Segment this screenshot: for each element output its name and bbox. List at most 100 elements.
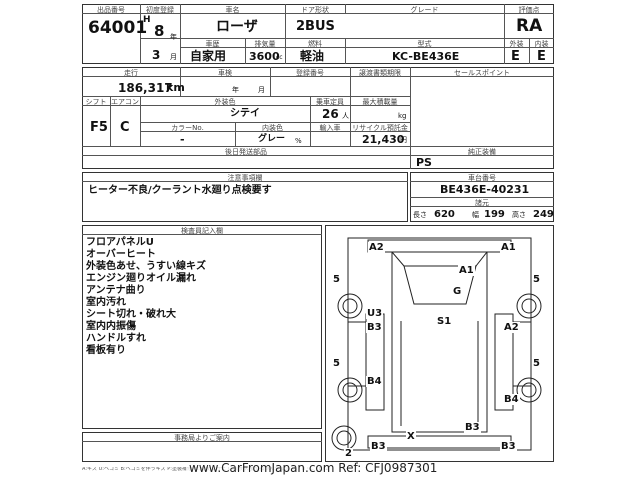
label-score: 評価点 [518,6,540,14]
reg-month: 3 [152,48,161,62]
label-sales-point: セールスポイント [454,69,510,77]
list-item: 室内内振傷 [86,321,136,332]
fuel-value: 軽油 [300,49,325,63]
damage-label: A1 [500,242,517,253]
length-value: 620 [434,209,455,220]
label-inspector: 検査員記入欄 [181,227,223,235]
list-item: ハンドルすれ [86,333,146,344]
percent-unit: % [295,137,302,145]
label-capacity: 乗車定員 [316,98,344,106]
inspector-block [82,225,322,429]
color-value: シテイ [230,108,260,119]
label-displacement: 排気量 [254,40,276,48]
damage-label: B3 [370,441,387,452]
equipment-value: PS [416,156,432,169]
list-item: 室内汚れ [86,297,126,308]
label-max-load: 最大積載量 [362,98,398,106]
detail-block [82,67,554,169]
list-item: フロアパネルU [86,237,154,248]
list-item: エンジン廻りオイル漏れ [86,273,196,284]
watermark: www.CarFromJapan.com Ref: CFJ0987301 [186,462,441,474]
vehicle-diagram [331,237,542,451]
list-item: 外装色あせ、うすい線キズ [86,261,206,272]
height-value: 249 [533,209,554,220]
reg-year: 8 [154,22,165,40]
color-no-value: - [180,133,185,146]
damage-label: 5 [332,274,341,285]
label-year: 初度登録 [146,6,174,14]
header-block [82,4,554,64]
label-office: 事務局よりご案内 [174,434,230,442]
label-color: 外装色 [214,98,236,106]
label-model: 型式 [417,40,432,48]
label-transfer: 譲渡書類期限 [359,69,401,77]
displacement-value: 3600 [249,50,280,63]
cc-unit: cc [276,54,283,61]
length-label: 長さ [413,211,427,219]
exterior-grade: E [511,49,520,64]
list-item: 看板有り [86,345,126,356]
damage-label: 5 [332,358,341,369]
label-chassis: 車台番号 [468,174,496,182]
notes-block [82,172,408,222]
person-unit: 人 [342,112,349,120]
height-label: 高さ [512,211,526,219]
label-dims: 諸元 [475,199,489,207]
damage-label: B3 [500,441,517,452]
width-label: 幅 [472,211,479,219]
usage-type: 自家用 [190,49,227,63]
interior-grade: E [537,49,546,64]
mileage-unit: km [166,81,185,94]
damage-label: A2 [368,242,385,253]
damage-label: B3 [366,322,383,333]
model-code: KC-BE436E [392,50,460,63]
label-interior: 内装 [534,40,549,48]
damage-label: A1 [458,265,475,276]
aircon-value: C [120,120,130,135]
damage-label: B4 [366,376,383,387]
damage-label: X [406,431,416,442]
label-mileage: 走行 [124,69,138,77]
label-car-name: 車名 [225,6,240,14]
score-value: RA [516,16,543,36]
list-item: アンテナ曲り [86,285,146,296]
damage-label: G [452,286,463,297]
label-equipment: 純正装備 [468,148,496,156]
label-int-color: 内装色 [262,124,283,132]
label-aircon: エアコン [111,98,139,106]
chassis-number: BE436E-40231 [440,183,530,196]
year-unit: 年 [170,33,177,41]
capacity-value: 26 [322,107,339,121]
damage-label: B4 [503,394,520,405]
label-doors: ドア形状 [301,6,329,14]
kg-unit: kg [398,112,407,120]
office-block [82,432,322,462]
label-inspection: 車検 [218,69,232,77]
notes-text: ヒーター不良/クーラント水廻り点検要す [88,185,272,196]
damage-label: 2 [344,448,353,459]
label-reg-no: 登録番号 [296,69,324,77]
label-notes: 注意事項欄 [227,174,263,182]
yen-unit: 円 [400,136,407,144]
label-grade: グレード [410,6,439,14]
label-rear-parts: 後日発送部品 [225,148,267,156]
lot-number: 64001 [88,18,148,38]
damage-label: 5 [532,274,541,285]
label-import: 輸入車 [319,124,341,132]
month-unit: 月 [170,53,177,61]
recycle-value: 21,430 [362,133,405,146]
label-color-no: カラーNo. [171,124,204,132]
width-value: 199 [484,209,505,220]
shift-value: F5 [90,120,108,135]
label-lot: 出品番号 [97,6,125,14]
era-letter: H [143,15,151,25]
label-exterior: 外装 [509,40,524,48]
damage-label: A2 [503,322,520,333]
mileage-value: 186,317 [118,81,173,95]
int-color-value: グレー [258,134,286,144]
list-item: シート切れ・破れ大 [86,309,176,320]
list-item: オーバーヒート [86,249,156,260]
car-name: ローザ [216,19,258,35]
label-type-history: 車歴 [205,40,220,48]
door-shape: 2BUS [296,19,335,34]
